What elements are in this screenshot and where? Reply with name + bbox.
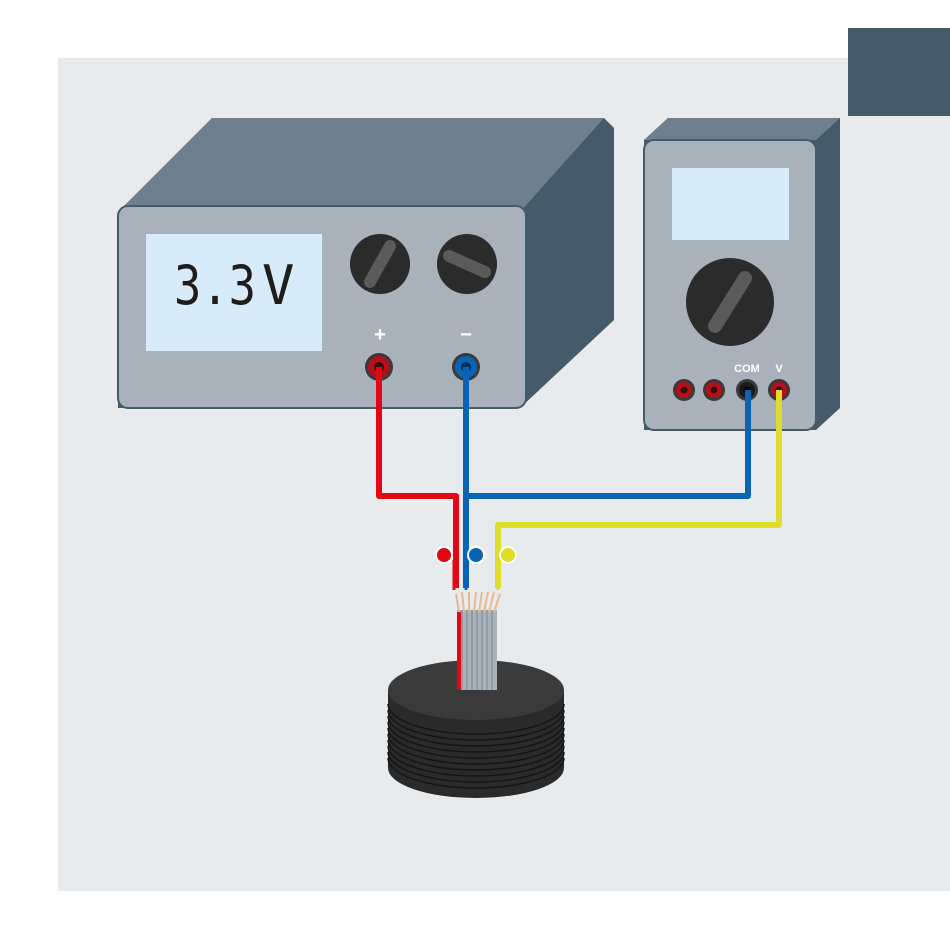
multimeter-display [672,168,789,240]
voltage-knob[interactable] [350,234,410,294]
power-supply-top [118,118,604,212]
ribbon-cable [456,592,500,690]
v-label: V [775,363,783,375]
multimeter: COM V [644,118,840,430]
ribbon-dividers [462,610,492,690]
current-knob[interactable] [437,234,497,294]
com-label: COM [734,363,760,375]
multimeter-top [644,118,840,140]
multimeter-jack-2[interactable] [703,379,725,401]
ribbon-fanout [456,592,500,612]
negative-label: − [460,324,472,346]
range-selector-knob[interactable] [686,258,774,346]
voltage-value: 3.3 [174,254,256,317]
multimeter-jack-1[interactable] [673,379,695,401]
positive-label: + [374,324,386,346]
voltage-unit: V [262,254,295,317]
probe-red[interactable] [436,547,454,590]
power-supply: 3.3 V + − [118,118,614,408]
